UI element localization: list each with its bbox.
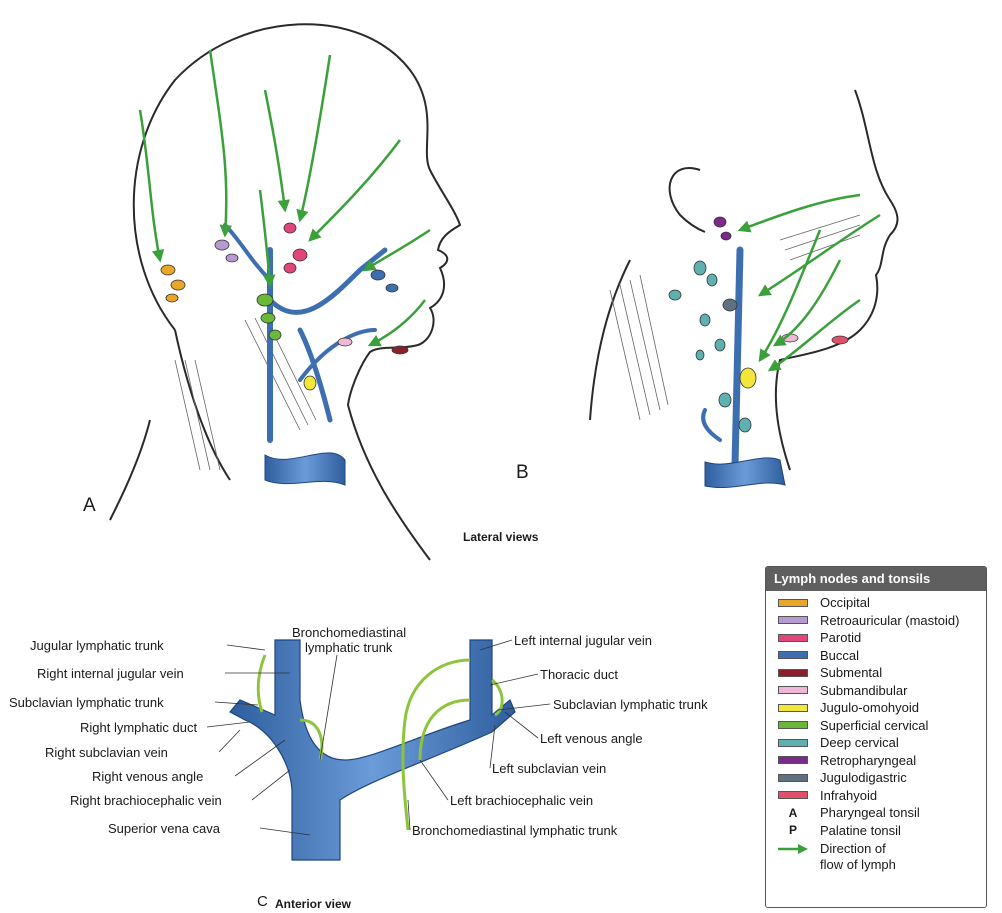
label-right-subclavian-vein: Right subclavian vein [45, 745, 168, 760]
label-right-brachiocephalic-vein: Right brachiocephalic vein [70, 793, 222, 808]
legend-swatch [778, 634, 808, 642]
flow-arrows-a [140, 50, 430, 345]
legend-swatch [778, 739, 808, 747]
flow-arrow-icon [778, 843, 808, 855]
legend-row: Submandibular [766, 682, 986, 700]
lateral-views-caption: Lateral views [463, 530, 538, 544]
label-jugular-lymphatic-trunk: Jugular lymphatic trunk [30, 638, 164, 653]
legend-label: Retroauricular (mastoid) [820, 613, 959, 628]
legend-swatch [778, 774, 808, 782]
panel-a-letter: A [83, 495, 96, 517]
legend-swatch [778, 721, 808, 729]
legend-arrow-label-2: flow of lymph [820, 857, 896, 873]
brachiocephalic-a [265, 453, 345, 485]
legend-tonsil-label: Palatine tonsil [820, 823, 901, 838]
legend-title: Lymph nodes and tonsils [766, 567, 986, 591]
legend-tonsil-row: A Pharyngeal tonsil [766, 804, 986, 822]
label-left-venous-angle: Left venous angle [540, 731, 643, 746]
label-right-venous-angle: Right venous angle [92, 769, 203, 784]
lymph-nodes-a [161, 223, 408, 390]
legend-swatch [778, 686, 808, 694]
legend-row: Parotid [766, 629, 986, 647]
legend-label: Deep cervical [820, 735, 899, 750]
panel-c-letter: C [257, 893, 268, 910]
label-superior-vena-cava: Superior vena cava [108, 821, 220, 836]
legend-swatch [778, 651, 808, 659]
legend-label: Jugulodigastric [820, 770, 907, 785]
legend-row: Superficial cervical [766, 717, 986, 735]
label-right-lymphatic-duct: Right lymphatic duct [80, 720, 197, 735]
label-subclavian-lymphatic-trunk-left: Subclavian lymphatic trunk [553, 697, 708, 712]
legend-row: Buccal [766, 647, 986, 665]
legend-tonsil-key: P [778, 823, 808, 837]
legend-row: Deep cervical [766, 734, 986, 752]
legend-row: Infrahyoid [766, 787, 986, 805]
legend-label: Jugulo-omohyoid [820, 700, 919, 715]
head-b-outline [590, 90, 898, 470]
anterior-view-caption: Anterior view [275, 897, 351, 911]
brachiocephalic-b [705, 458, 785, 488]
legend-label: Submandibular [820, 683, 907, 698]
legend-row: Retroauricular (mastoid) [766, 612, 986, 630]
label-left-subclavian-vein: Left subclavian vein [492, 761, 606, 776]
legend-label: Superficial cervical [820, 718, 928, 733]
legend-swatch [778, 704, 808, 712]
legend-swatch [778, 599, 808, 607]
legend-row: Jugulo-omohyoid [766, 699, 986, 717]
label-bronchomediastinal-lymphatic-trunk-left: Bronchomediastinal lymphatic trunk [412, 823, 617, 838]
legend-row: Submental [766, 664, 986, 682]
legend-label: Infrahyoid [820, 788, 877, 803]
label-subclavian-lymphatic-trunk-right: Subclavian lymphatic trunk [9, 695, 164, 710]
legend-label: Buccal [820, 648, 859, 663]
legend-row: Retropharyngeal [766, 752, 986, 770]
label-right-internal-jugular-vein: Right internal jugular vein [37, 666, 184, 681]
legend-swatch [778, 791, 808, 799]
legend-tonsil-label: Pharyngeal tonsil [820, 805, 920, 820]
legend-swatch [778, 756, 808, 764]
legend-tonsil-row: P Palatine tonsil [766, 822, 986, 840]
legend-row: Occipital [766, 594, 986, 612]
label-left-internal-jugular-vein: Left internal jugular vein [514, 633, 652, 648]
legend-row: Jugulodigastric [766, 769, 986, 787]
legend-label: Retropharyngeal [820, 753, 916, 768]
label-bronchomediastinal-top-1: Bronchomediastinal [292, 625, 406, 640]
neck-hatching-a [175, 316, 316, 470]
label-left-brachiocephalic-vein: Left brachiocephalic vein [450, 793, 593, 808]
label-thoracic-duct: Thoracic duct [540, 667, 618, 682]
legend-arrow-row: Direction of flow of lymph [766, 841, 986, 873]
panel-b-letter: B [516, 462, 529, 484]
flow-arrows-b [740, 195, 880, 370]
legend-swatch [778, 616, 808, 624]
legend-label: Parotid [820, 630, 861, 645]
legend-arrow-label-1: Direction of [820, 841, 896, 857]
legend-label: Occipital [820, 595, 870, 610]
legend-tonsil-key: A [778, 806, 808, 820]
legend-swatch [778, 669, 808, 677]
label-bronchomediastinal-top-2: lymphatic trunk [305, 640, 392, 655]
legend-label: Submental [820, 665, 882, 680]
